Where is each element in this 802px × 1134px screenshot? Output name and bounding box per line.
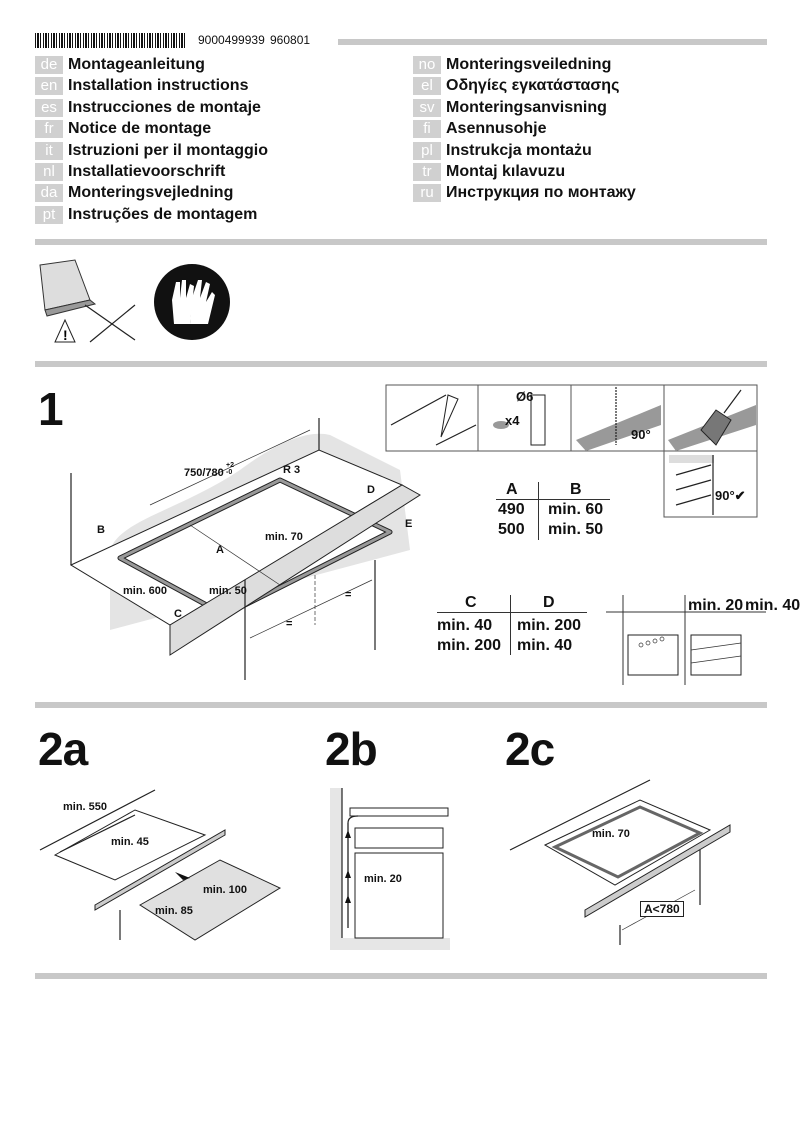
divider xyxy=(338,39,767,45)
language-title: Monteringsveiledning xyxy=(446,56,612,73)
language-code: sv xyxy=(413,98,441,117)
label-min20: min. 20 xyxy=(364,873,402,885)
label-min550: min. 550 xyxy=(63,801,108,813)
barcode-number: 9000499939 xyxy=(198,33,265,47)
cabinet-e-diagram xyxy=(606,595,766,685)
cell: min. 200 xyxy=(437,637,502,654)
language-code: ru xyxy=(413,184,441,203)
cutout-diagram xyxy=(69,418,421,680)
label-min70: min. 70 xyxy=(265,531,303,543)
language-title: Monteringsvejledning xyxy=(68,184,234,202)
language-title: Monteringsanvisning xyxy=(446,98,607,116)
label-d: D xyxy=(367,484,375,496)
language-code: nl xyxy=(35,163,63,181)
warning-glass-edge-icon: ! xyxy=(39,259,136,343)
label-e: E xyxy=(405,518,413,530)
language-code: de xyxy=(35,56,63,74)
label-b: B xyxy=(97,524,105,536)
language-title: Instrukcja montażu xyxy=(446,141,592,159)
label-drill-diameter: Ø6 xyxy=(516,389,534,404)
cell: 490 xyxy=(498,501,525,518)
language-code: fi xyxy=(413,120,441,139)
language-code: it xyxy=(35,141,63,160)
label-radius: R 3 xyxy=(283,464,301,476)
language-title: Istruzioni per il montaggio xyxy=(68,141,268,159)
label-min50: min. 50 xyxy=(209,585,247,597)
drill-icon xyxy=(493,394,546,446)
checkmark-icon: ✔ xyxy=(734,488,746,503)
header-c: C xyxy=(465,594,477,611)
header-e-oven: min. 20 xyxy=(688,597,744,614)
document-code: 960801 xyxy=(270,33,311,47)
divider xyxy=(35,702,767,708)
cell: min. 60 xyxy=(548,501,604,518)
label-equal: = xyxy=(345,589,352,601)
cell: min. 50 xyxy=(548,521,604,538)
divider xyxy=(35,239,767,245)
step2b-diagram xyxy=(330,788,450,950)
label-equal: = xyxy=(286,618,293,630)
header-e-drawer: min. 40 xyxy=(745,597,801,614)
language-code: el xyxy=(413,77,441,96)
language-code: es xyxy=(35,98,63,117)
gloves-icon xyxy=(154,264,230,340)
language-code: tr xyxy=(413,163,441,181)
label-min600: min. 600 xyxy=(123,585,168,597)
label-width: 750/780 xyxy=(184,467,224,479)
header-a: A xyxy=(506,481,518,498)
step2a-diagram xyxy=(39,789,282,941)
label-min70: min. 70 xyxy=(592,828,630,840)
language-code: pl xyxy=(413,141,441,160)
cell: min. 40 xyxy=(517,637,573,654)
brush-icon xyxy=(700,389,742,446)
language-title: Installation instructions xyxy=(68,77,249,95)
step-number: 2c xyxy=(505,723,555,775)
step-number: 2a xyxy=(38,723,88,775)
label-width-tolerance: +2 -0 xyxy=(226,462,234,476)
tool-panels xyxy=(385,384,758,518)
language-title: Montageanleitung xyxy=(68,56,205,73)
language-title: Notice de montage xyxy=(68,120,212,138)
pencil-icon xyxy=(390,394,477,446)
label-a-less-780: A<780 xyxy=(640,901,684,917)
language-title: Instruções de montagem xyxy=(68,205,258,223)
barcode xyxy=(35,33,185,48)
angle-value: 90° xyxy=(715,488,735,503)
label-c: C xyxy=(174,608,182,620)
divider xyxy=(35,973,767,979)
divider xyxy=(35,361,767,367)
label-a: A xyxy=(216,544,224,556)
label-min45: min. 45 xyxy=(111,836,149,848)
label-angle-check: 90°✔ xyxy=(715,488,746,503)
label-angle: 90° xyxy=(631,427,651,442)
language-code: no xyxy=(413,56,441,74)
table-ab: A B 490 min. 60 500 min. 50 xyxy=(496,481,610,540)
step-number: 2b xyxy=(325,723,378,775)
cell: min. 40 xyxy=(437,617,493,634)
language-code: pt xyxy=(35,205,63,224)
cell: min. 200 xyxy=(517,617,582,634)
table-cd: C D min. 40 min. 200 min. 200 min. 40 xyxy=(437,594,587,655)
language-title: Montaj kılavuzu xyxy=(446,163,566,180)
svg-text:!: ! xyxy=(63,327,68,343)
language-code: en xyxy=(35,77,63,96)
label-count: x4 xyxy=(505,413,520,428)
label-min85: min. 85 xyxy=(155,905,193,917)
language-title: Installatievoorschrift xyxy=(68,163,226,180)
header-d: D xyxy=(543,594,555,611)
label-min100: min. 100 xyxy=(203,884,248,896)
header-b: B xyxy=(570,481,582,498)
language-code: da xyxy=(35,184,63,203)
language-title: Οδηγίες εγκατάστασης xyxy=(446,77,620,95)
cell: 500 xyxy=(498,521,525,538)
language-code: fr xyxy=(35,120,63,139)
step2c-diagram xyxy=(509,779,731,945)
step-number: 1 xyxy=(38,383,64,435)
language-title: Instrucciones de montaje xyxy=(68,98,261,116)
language-title: Asennusohje xyxy=(446,120,547,138)
language-title: Инструкция по монтажу xyxy=(446,184,636,202)
